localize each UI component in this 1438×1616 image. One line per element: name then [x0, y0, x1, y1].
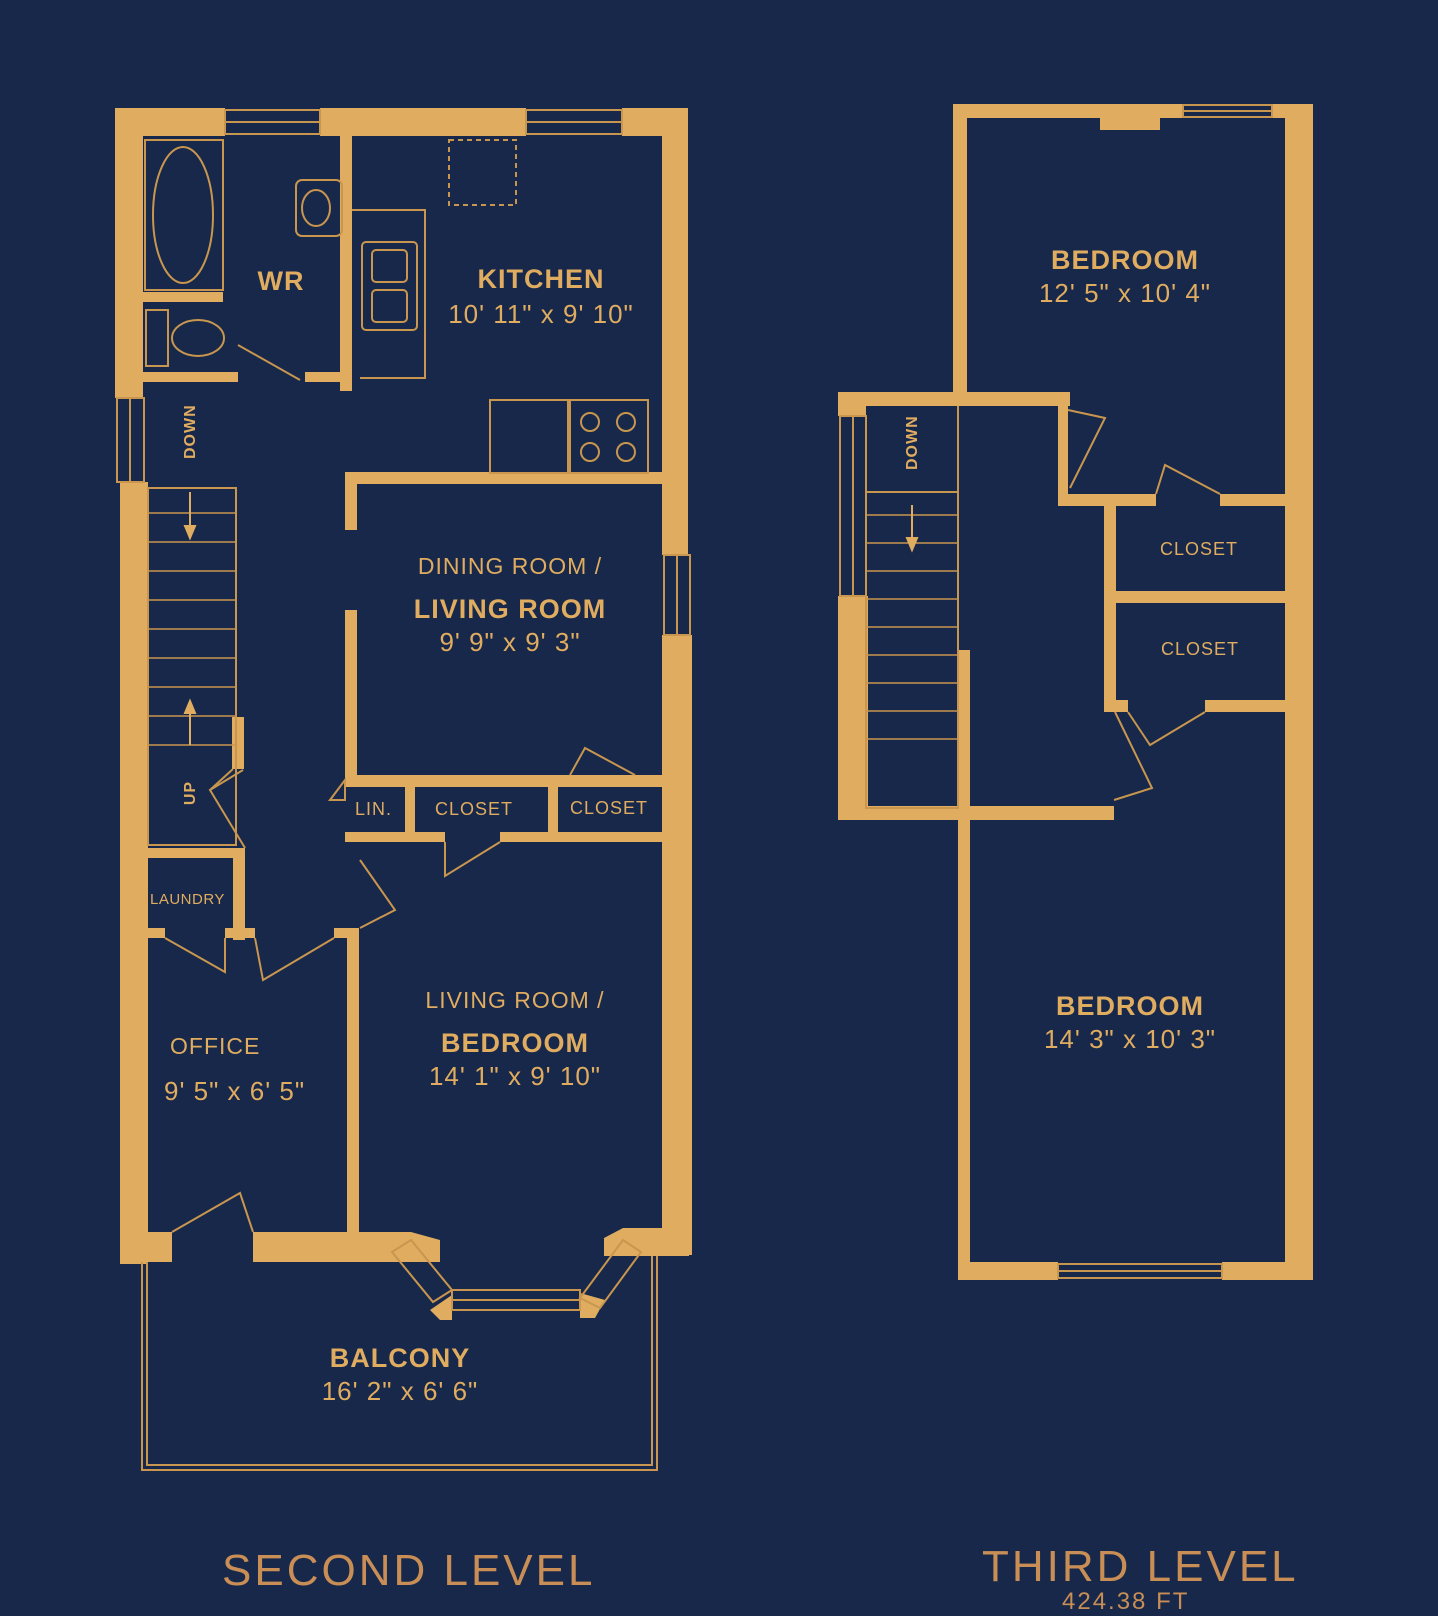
bedroom-bottom-label: BEDROOM 14' 3" x 10' 3" — [1015, 991, 1245, 1055]
closet-a-label: CLOSET — [435, 799, 514, 819]
kitchen-name: KITCHEN — [477, 264, 605, 294]
second-level-fixtures — [144, 139, 649, 1233]
living-bedroom-name-line2: BEDROOM — [441, 1028, 589, 1058]
third-level-stairs-down-label: DOWN — [904, 415, 921, 470]
second-level-stair-arrows — [183, 492, 197, 745]
office-name: OFFICE — [170, 1033, 261, 1059]
balcony-label: BALCONY 16' 2" x 6' 6" — [290, 1343, 510, 1407]
second-level-plan — [115, 108, 692, 1471]
third-level-plan — [838, 104, 1313, 1280]
kitchen-dims: 10' 11" x 9' 10" — [448, 299, 634, 329]
second-level-walls — [115, 108, 692, 1320]
living-bedroom-dims: 14' 1" x 9' 10" — [428, 1061, 602, 1091]
third-level-area: 424.38 FT — [1062, 1588, 1190, 1615]
kitchen-label: KITCHEN 10' 11" x 9' 10" — [426, 264, 656, 330]
third-level-windows — [839, 104, 1273, 1279]
second-level-stairs-down-label: DOWN — [182, 404, 199, 459]
bedroom-bottom-dims: 14' 3" x 10' 3" — [1043, 1024, 1217, 1054]
closet-1-label: CLOSET — [1160, 539, 1239, 559]
third-level-title: THIRD LEVEL — [982, 1542, 1299, 1591]
dining-living-label: DINING ROOM / LIVING ROOM 9' 9" x 9' 3" — [385, 553, 635, 658]
bedroom-bottom-name: BEDROOM — [1056, 991, 1204, 1021]
dining-living-name-line2: LIVING ROOM — [413, 594, 607, 624]
office-label: OFFICE 9' 5" x 6' 5" — [150, 1033, 340, 1107]
wr-label: WR — [246, 266, 316, 297]
dining-living-dims: 9' 9" x 9' 3" — [439, 627, 581, 657]
closet-2-label: CLOSET — [1161, 639, 1240, 659]
living-bedroom-name-line1: LIVING ROOM / — [425, 987, 605, 1013]
wr-name: WR — [257, 266, 305, 296]
second-level-stair-treads — [148, 512, 236, 746]
living-bedroom-label: LIVING ROOM / BEDROOM 14' 1" x 9' 10" — [390, 987, 640, 1092]
third-level-walls — [838, 104, 1313, 1280]
second-level-windows — [116, 109, 691, 1471]
lin-label: LIN. — [355, 799, 393, 819]
bedroom-top-dims: 12' 5" x 10' 4" — [1038, 278, 1212, 308]
dining-living-name-line1: DINING ROOM / — [417, 553, 603, 579]
bedroom-top-label: BEDROOM 12' 5" x 10' 4" — [1010, 245, 1240, 309]
closet-b-label: CLOSET — [570, 798, 649, 818]
laundry-label: LAUNDRY — [150, 891, 225, 908]
third-level-stair-arrow — [905, 505, 919, 553]
bedroom-top-name: BEDROOM — [1051, 245, 1199, 275]
second-level-stairs-up-label: UP — [182, 780, 199, 806]
balcony-dims: 16' 2" x 6' 6" — [321, 1376, 479, 1406]
second-level-title: SECOND LEVEL — [222, 1546, 596, 1595]
office-dims: 9' 5" x 6' 5" — [164, 1076, 306, 1106]
balcony-name: BALCONY — [329, 1343, 471, 1373]
